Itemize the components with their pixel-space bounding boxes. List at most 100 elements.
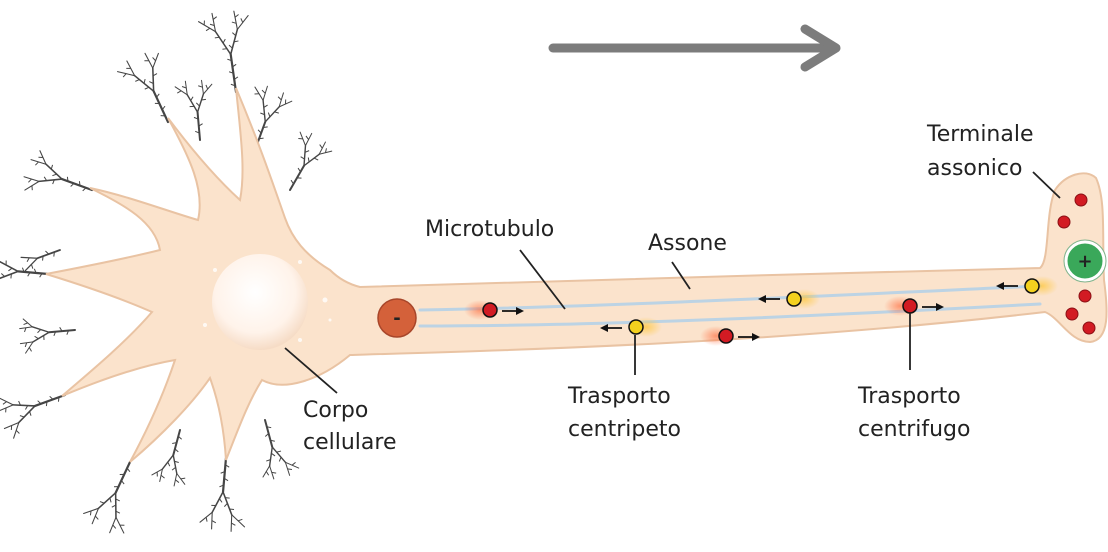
dendrite-branch	[212, 13, 216, 31]
dendrite-spine	[123, 74, 126, 77]
dendrite-spine	[206, 28, 210, 30]
dendrite-spine	[298, 168, 300, 172]
dendrite-spine	[212, 521, 216, 523]
dendrite-spine	[168, 462, 170, 466]
dendrite-branch	[223, 492, 232, 515]
dendrite-branch	[39, 179, 62, 181]
minus-sign: -	[393, 308, 400, 329]
dendrite-spine	[29, 347, 31, 351]
dendrite-spine	[20, 416, 24, 417]
dendrite-spine	[201, 99, 205, 100]
dendrite-spine	[277, 451, 281, 452]
dendrite-spine	[177, 91, 181, 93]
dendrite-branch	[13, 405, 35, 406]
dendrite-branch	[265, 107, 279, 122]
dendrite-spine	[191, 97, 193, 101]
label-microtubule: Microtubulo	[425, 217, 554, 242]
dendrite-spine	[262, 90, 265, 93]
label-cell-body-line2: cellulare	[303, 430, 397, 455]
label-retrograde-line2: centripeto	[568, 417, 681, 442]
dendrite-spine	[206, 85, 208, 89]
nucleus	[212, 254, 308, 350]
dendrite-spine	[45, 251, 48, 254]
plus-end-marker: +	[1064, 240, 1106, 282]
label-cell-body-line1: Corpo	[303, 398, 368, 423]
dendrite-branch	[272, 447, 285, 462]
dendrite-spine	[100, 502, 104, 504]
dendrite-spine	[181, 478, 185, 479]
dendrite-spine	[38, 330, 41, 333]
dendrite-spine	[3, 402, 7, 405]
dendrite-spine	[79, 181, 80, 185]
dendrite-spine	[235, 14, 239, 17]
dendrite-branch	[116, 462, 130, 493]
dendrite-spine	[144, 79, 145, 83]
dendrite-branch	[0, 398, 13, 404]
label-axon: Assone	[648, 231, 727, 256]
dendrite-spine	[135, 80, 139, 82]
dendrite-spine	[16, 430, 19, 433]
dendrite-spine	[35, 336, 39, 338]
dendrite-branch	[173, 455, 177, 473]
dendrite-spine	[266, 471, 268, 475]
label-anterograde-line2: centrifugo	[858, 417, 970, 442]
dendrite-spine	[58, 397, 59, 401]
dendrite-spine	[275, 112, 279, 113]
dendrite-spine	[241, 18, 243, 22]
label-anterograde-line1: Trasporto	[857, 384, 961, 409]
dendrite-spine	[268, 113, 270, 117]
dendrite-spine	[43, 256, 44, 260]
dendrite-branch	[153, 68, 154, 91]
dendrite-spine	[278, 97, 281, 100]
dendrite-spine	[145, 87, 149, 89]
dendrite-spine	[113, 525, 116, 528]
dendrite-branch	[18, 271, 48, 274]
dendrite-spine	[8, 268, 12, 271]
dendrite-spine	[175, 480, 178, 483]
dendrite-spine	[320, 145, 323, 149]
dendrite-spine	[229, 45, 232, 48]
dendrite-branch	[25, 258, 37, 270]
dendrite-spine	[51, 165, 52, 169]
dendrite-spine	[28, 179, 31, 182]
dendrite-spine	[306, 136, 309, 140]
dendrite-branch	[304, 154, 319, 165]
dendrite-spine	[314, 158, 318, 160]
dendrite-spine	[215, 37, 219, 38]
minus-end-marker: -	[378, 299, 416, 337]
label-terminal-line2: assonico	[927, 156, 1022, 181]
label-terminal-line1: Terminale	[926, 122, 1034, 147]
dendrite-branch	[304, 146, 305, 166]
dendrite-branch	[46, 164, 62, 179]
label-retrograde-line1: Trasporto	[567, 384, 671, 409]
dendrite-spine	[24, 323, 28, 325]
dendrite-spine	[54, 252, 55, 256]
dendrite-spine	[259, 138, 263, 139]
dendrite-spine	[231, 523, 235, 525]
dendrite-spine	[224, 503, 227, 506]
dendrite-spine	[292, 462, 295, 465]
dendrite-spine	[30, 411, 31, 415]
dendrite-spine	[272, 472, 276, 473]
dendrite-spine	[308, 157, 309, 161]
dendrite-branch	[174, 474, 177, 486]
dendrite-branch	[263, 100, 265, 121]
dendrite-spine	[196, 103, 199, 106]
dendrite-branch	[223, 458, 226, 492]
dendrite-spine	[90, 511, 91, 515]
dendrite-spine	[172, 467, 176, 470]
plus-sign: +	[1077, 251, 1092, 272]
dendrite-branch	[62, 179, 92, 190]
dendrite-spine	[46, 402, 47, 406]
dendrite-spine	[291, 180, 293, 184]
dendrite-spine	[35, 162, 38, 165]
dendrite-spine	[206, 517, 207, 521]
dendrite-spine	[288, 469, 292, 470]
dendrite-spine	[232, 33, 235, 36]
dendrite-spine	[263, 127, 267, 128]
dendrite-spine	[1, 273, 4, 276]
dendrite-spine	[238, 519, 242, 521]
dendrite-spine	[67, 177, 68, 181]
dendrite-spine	[27, 258, 29, 262]
